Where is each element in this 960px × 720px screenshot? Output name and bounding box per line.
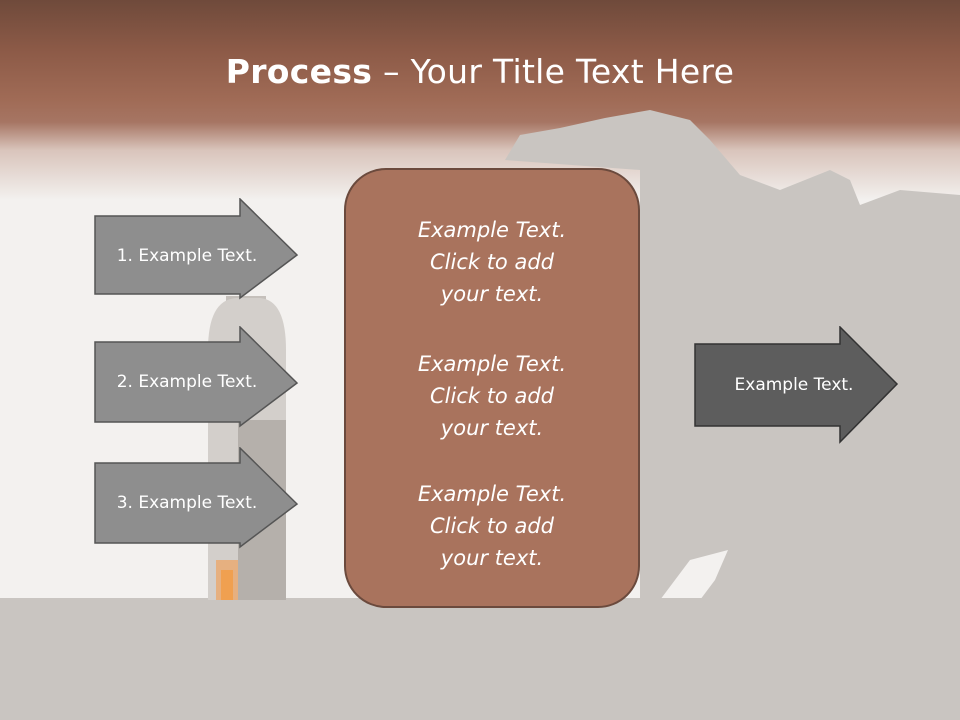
header-band [0,0,960,200]
arrow-shape [94,447,299,549]
center-text-line: your text. [440,416,544,440]
center-text-line: your text. [440,546,544,570]
left-arrow-label: 1. Example Text. [116,246,258,266]
left-arrow-label: 3. Example Text. [116,493,258,513]
center-text-block-1: Example Text. Click to add your text. [346,214,638,310]
center-text-line: Click to add [429,384,554,408]
arrow-shape [94,326,299,428]
center-text-line: Example Text. [417,218,567,242]
center-text-line: Example Text. [417,482,567,506]
left-arrow-label: 2. Example Text. [116,372,258,392]
center-text-box[interactable]: Example Text. Click to add your text. Ex… [344,168,640,608]
center-text-block-3: Example Text. Click to add your text. [346,478,638,574]
arrow-shape [694,326,899,444]
slide-title: Process – Your Title Text Here [225,52,735,91]
arrow-shape [94,198,299,300]
center-text-line: Click to add [429,250,554,274]
center-text-line: Click to add [429,514,554,538]
center-text-block-2: Example Text. Click to add your text. [346,348,638,444]
center-text-line: your text. [440,282,544,306]
floor-background [0,598,960,720]
center-text-line: Example Text. [417,352,567,376]
right-arrow-label: Example Text. [734,375,854,395]
